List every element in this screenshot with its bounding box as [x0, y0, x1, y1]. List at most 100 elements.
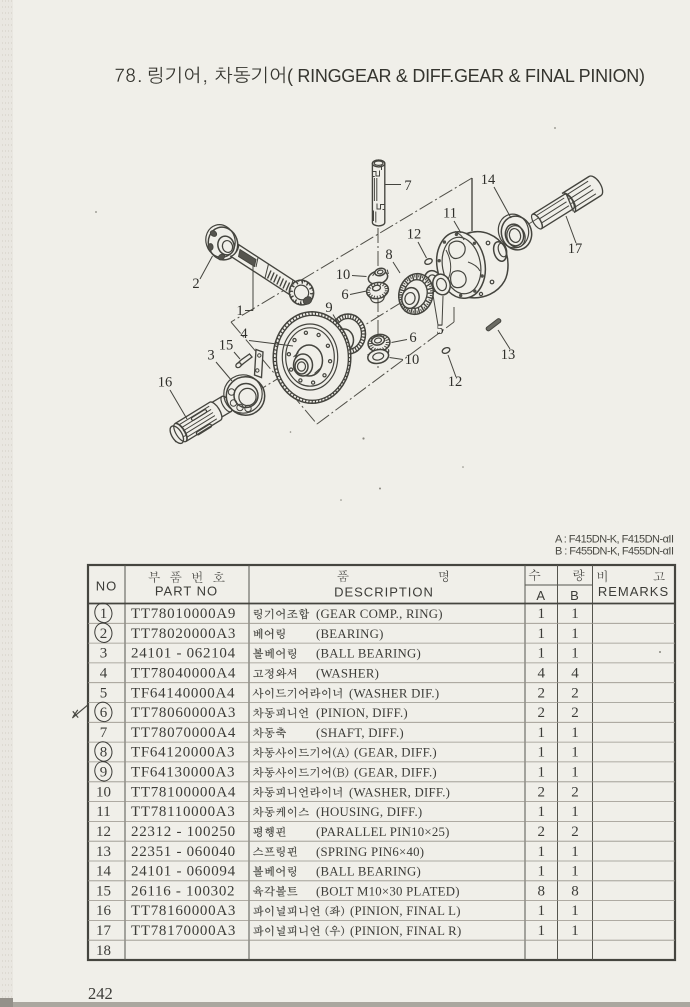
- svg-text:16: 16: [158, 375, 173, 391]
- svg-text:1: 1: [537, 745, 545, 761]
- svg-text:9: 9: [100, 765, 108, 781]
- svg-text:10: 10: [405, 352, 420, 368]
- svg-text:(BALL BEARING): (BALL BEARING): [316, 647, 421, 661]
- svg-text:4: 4: [537, 666, 545, 682]
- svg-text:24101 - 062104: 24101 - 062104: [131, 646, 236, 662]
- svg-text:12: 12: [96, 824, 111, 840]
- svg-text:7: 7: [100, 725, 108, 741]
- svg-text:17: 17: [568, 241, 583, 257]
- svg-text:242: 242: [88, 984, 113, 1003]
- svg-text:TF64130000A3: TF64130000A3: [131, 765, 235, 781]
- svg-text:22351 - 060040: 22351 - 060040: [131, 844, 236, 860]
- svg-text:1: 1: [537, 903, 545, 919]
- svg-text:TF64140000A4: TF64140000A4: [131, 685, 235, 701]
- svg-text:1: 1: [537, 765, 545, 781]
- svg-text:TT78110000A3: TT78110000A3: [131, 804, 236, 820]
- svg-text:2: 2: [537, 685, 545, 701]
- svg-text:26116 - 100302: 26116 - 100302: [131, 883, 235, 899]
- svg-text:(PINION, DIFF.): (PINION, DIFF.): [316, 706, 408, 720]
- svg-text:1: 1: [571, 903, 579, 919]
- svg-text:TT78070000A4: TT78070000A4: [131, 725, 236, 741]
- svg-text:1: 1: [571, 765, 579, 781]
- svg-text:1: 1: [571, 804, 579, 820]
- svg-text:3: 3: [207, 348, 214, 364]
- svg-text:(SHAFT, DIFF.): (SHAFT, DIFF.): [316, 726, 404, 740]
- svg-text:2: 2: [192, 276, 199, 292]
- svg-text:(WASHER): (WASHER): [316, 667, 379, 681]
- svg-text:14: 14: [96, 864, 112, 880]
- svg-text:1: 1: [537, 844, 545, 860]
- svg-text:(BEARING): (BEARING): [316, 627, 384, 641]
- svg-text:1: 1: [571, 864, 579, 880]
- svg-text:3: 3: [100, 646, 108, 662]
- svg-text:4: 4: [100, 666, 108, 682]
- svg-text:(GEAR, DIFF.): (GEAR, DIFF.): [354, 766, 437, 780]
- svg-text:TT78160000A3: TT78160000A3: [131, 903, 236, 919]
- svg-text:1: 1: [571, 725, 579, 741]
- svg-text:2: 2: [571, 824, 579, 840]
- svg-text:DESCRIPTION: DESCRIPTION: [334, 585, 434, 600]
- svg-text:5: 5: [436, 322, 443, 338]
- svg-text:TT78020000A3: TT78020000A3: [131, 626, 236, 642]
- svg-text:REMARKS: REMARKS: [598, 584, 669, 599]
- svg-text:13: 13: [96, 844, 111, 860]
- svg-text:( RINGGEAR & DIFF.GEAR & FINAL: ( RINGGEAR & DIFF.GEAR & FINAL PINION): [287, 66, 645, 86]
- svg-text:1: 1: [571, 606, 579, 622]
- svg-text:12: 12: [407, 227, 422, 243]
- svg-text:1: 1: [537, 646, 545, 662]
- svg-text:1: 1: [537, 864, 545, 880]
- svg-text:22312 - 100250: 22312 - 100250: [131, 824, 236, 840]
- svg-text:6: 6: [100, 705, 108, 721]
- svg-text:15: 15: [96, 883, 111, 899]
- svg-text:(WASHER, DIFF.): (WASHER, DIFF.): [349, 785, 450, 799]
- svg-text:2: 2: [571, 784, 579, 800]
- svg-text:6: 6: [341, 287, 348, 303]
- svg-text:8: 8: [571, 883, 579, 899]
- svg-text:B : F455DN-K, F455DN-αII: B : F455DN-K, F455DN-αII: [555, 546, 674, 558]
- svg-text:1: 1: [571, 626, 579, 642]
- svg-text:11: 11: [96, 804, 110, 820]
- svg-text:(BALL BEARING): (BALL BEARING): [316, 865, 421, 879]
- svg-text:B: B: [570, 588, 580, 603]
- svg-text:NO: NO: [96, 579, 118, 594]
- svg-text:PART NO: PART NO: [155, 584, 218, 599]
- svg-text:1: 1: [537, 606, 545, 622]
- svg-text:8: 8: [385, 247, 392, 263]
- svg-text:(PINION, FINAL R): (PINION, FINAL R): [350, 924, 461, 938]
- svg-text:6: 6: [409, 330, 416, 346]
- svg-text:TT78040000A4: TT78040000A4: [131, 666, 236, 682]
- svg-text:4: 4: [571, 666, 579, 682]
- svg-text:24101 - 060094: 24101 - 060094: [131, 864, 236, 880]
- svg-text:15: 15: [219, 338, 234, 354]
- svg-text:1: 1: [100, 606, 108, 622]
- svg-text:10: 10: [336, 267, 351, 283]
- svg-text:2: 2: [537, 784, 545, 800]
- svg-text:1: 1: [571, 923, 579, 939]
- svg-text:2: 2: [100, 626, 108, 642]
- svg-text:4: 4: [240, 326, 248, 342]
- svg-text:2: 2: [571, 685, 579, 701]
- svg-text:(GEAR COMP., RING): (GEAR COMP., RING): [316, 607, 443, 621]
- svg-text:13: 13: [501, 347, 516, 363]
- svg-text:12: 12: [448, 374, 463, 390]
- svg-text:5: 5: [100, 685, 108, 701]
- svg-text:1: 1: [537, 626, 545, 642]
- svg-text:(WASHER DIF.): (WASHER DIF.): [349, 686, 439, 700]
- svg-text:9: 9: [325, 300, 332, 316]
- svg-text:(GEAR, DIFF.): (GEAR, DIFF.): [354, 746, 437, 760]
- svg-text:(PINION, FINAL L): (PINION, FINAL L): [350, 904, 461, 918]
- svg-text:A : F415DN-K, F415DN-αII: A : F415DN-K, F415DN-αII: [555, 534, 674, 546]
- svg-text:2: 2: [537, 824, 545, 840]
- svg-text:(PARALLEL PIN10×25): (PARALLEL PIN10×25): [316, 825, 450, 839]
- svg-text:14: 14: [481, 172, 496, 188]
- svg-text:2: 2: [571, 705, 579, 721]
- svg-text:(BOLT M10×30 PLATED): (BOLT M10×30 PLATED): [316, 884, 460, 898]
- svg-text:10: 10: [96, 784, 111, 800]
- svg-text:16: 16: [96, 903, 112, 919]
- svg-text:(HOUSING, DIFF.): (HOUSING, DIFF.): [316, 805, 422, 819]
- svg-text:TT78060000A3: TT78060000A3: [131, 705, 236, 721]
- svg-text:1: 1: [571, 646, 579, 662]
- svg-text:8: 8: [100, 745, 108, 761]
- svg-text:1: 1: [537, 923, 545, 939]
- svg-text:17: 17: [96, 923, 112, 939]
